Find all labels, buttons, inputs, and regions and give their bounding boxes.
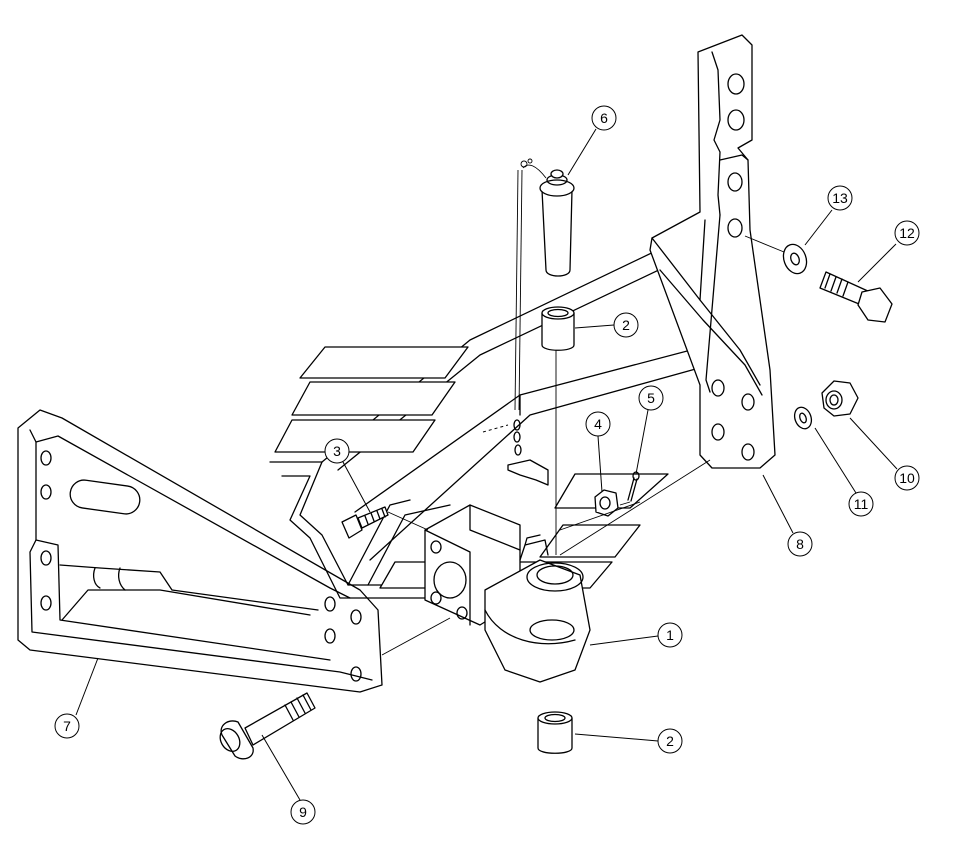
part-3-bolt — [341, 506, 429, 539]
callout-13: 13 — [827, 185, 853, 211]
callout-11: 11 — [848, 491, 874, 517]
callout-1: 1 — [657, 622, 683, 648]
callout-11-label: 11 — [854, 496, 869, 512]
callout-7-label: 7 — [63, 718, 71, 734]
part-9-bolt — [219, 692, 316, 760]
callout-1-label: 1 — [666, 627, 674, 643]
part-10-nut — [821, 380, 859, 417]
part-8-upright-plate — [649, 34, 776, 469]
callout-7: 7 — [54, 713, 80, 739]
part-2-bushing-lower — [537, 711, 573, 754]
callout-6-label: 6 — [600, 110, 608, 126]
callout-12-label: 12 — [899, 225, 915, 241]
callout-6: 6 — [591, 105, 617, 131]
assembly-guide-lines — [381, 235, 785, 656]
callout-2-lower: 2 — [657, 728, 683, 754]
callout-9: 9 — [290, 799, 316, 825]
callout-4: 4 — [585, 411, 611, 437]
part-13-washer — [782, 243, 808, 275]
part-6-pin — [482, 158, 575, 486]
callout-3-label: 3 — [333, 443, 341, 459]
part-11-washer — [793, 406, 813, 430]
callout-5-label: 5 — [647, 390, 655, 406]
callout-10: 10 — [894, 465, 920, 491]
callout-4-label: 4 — [594, 416, 602, 432]
part-2-bushing-upper — [541, 306, 575, 555]
leader-lines — [75, 128, 898, 801]
callout-2-upper: 2 — [613, 312, 639, 338]
part-1-hitch-jaw — [424, 504, 591, 683]
part-7-left-bracket — [17, 409, 383, 693]
callout-2-lower-label: 2 — [666, 733, 674, 749]
callout-9-label: 9 — [299, 804, 307, 820]
callout-10-label: 10 — [899, 470, 915, 486]
callout-3: 3 — [324, 438, 350, 464]
callout-8-label: 8 — [796, 536, 804, 552]
part-4-nut — [594, 489, 619, 517]
callout-2-upper-label: 2 — [622, 317, 630, 333]
callout-8: 8 — [787, 531, 813, 557]
callout-5: 5 — [638, 385, 664, 411]
part-12-bolt — [819, 271, 893, 323]
callout-13-label: 13 — [832, 190, 848, 206]
callout-12: 12 — [894, 220, 920, 246]
